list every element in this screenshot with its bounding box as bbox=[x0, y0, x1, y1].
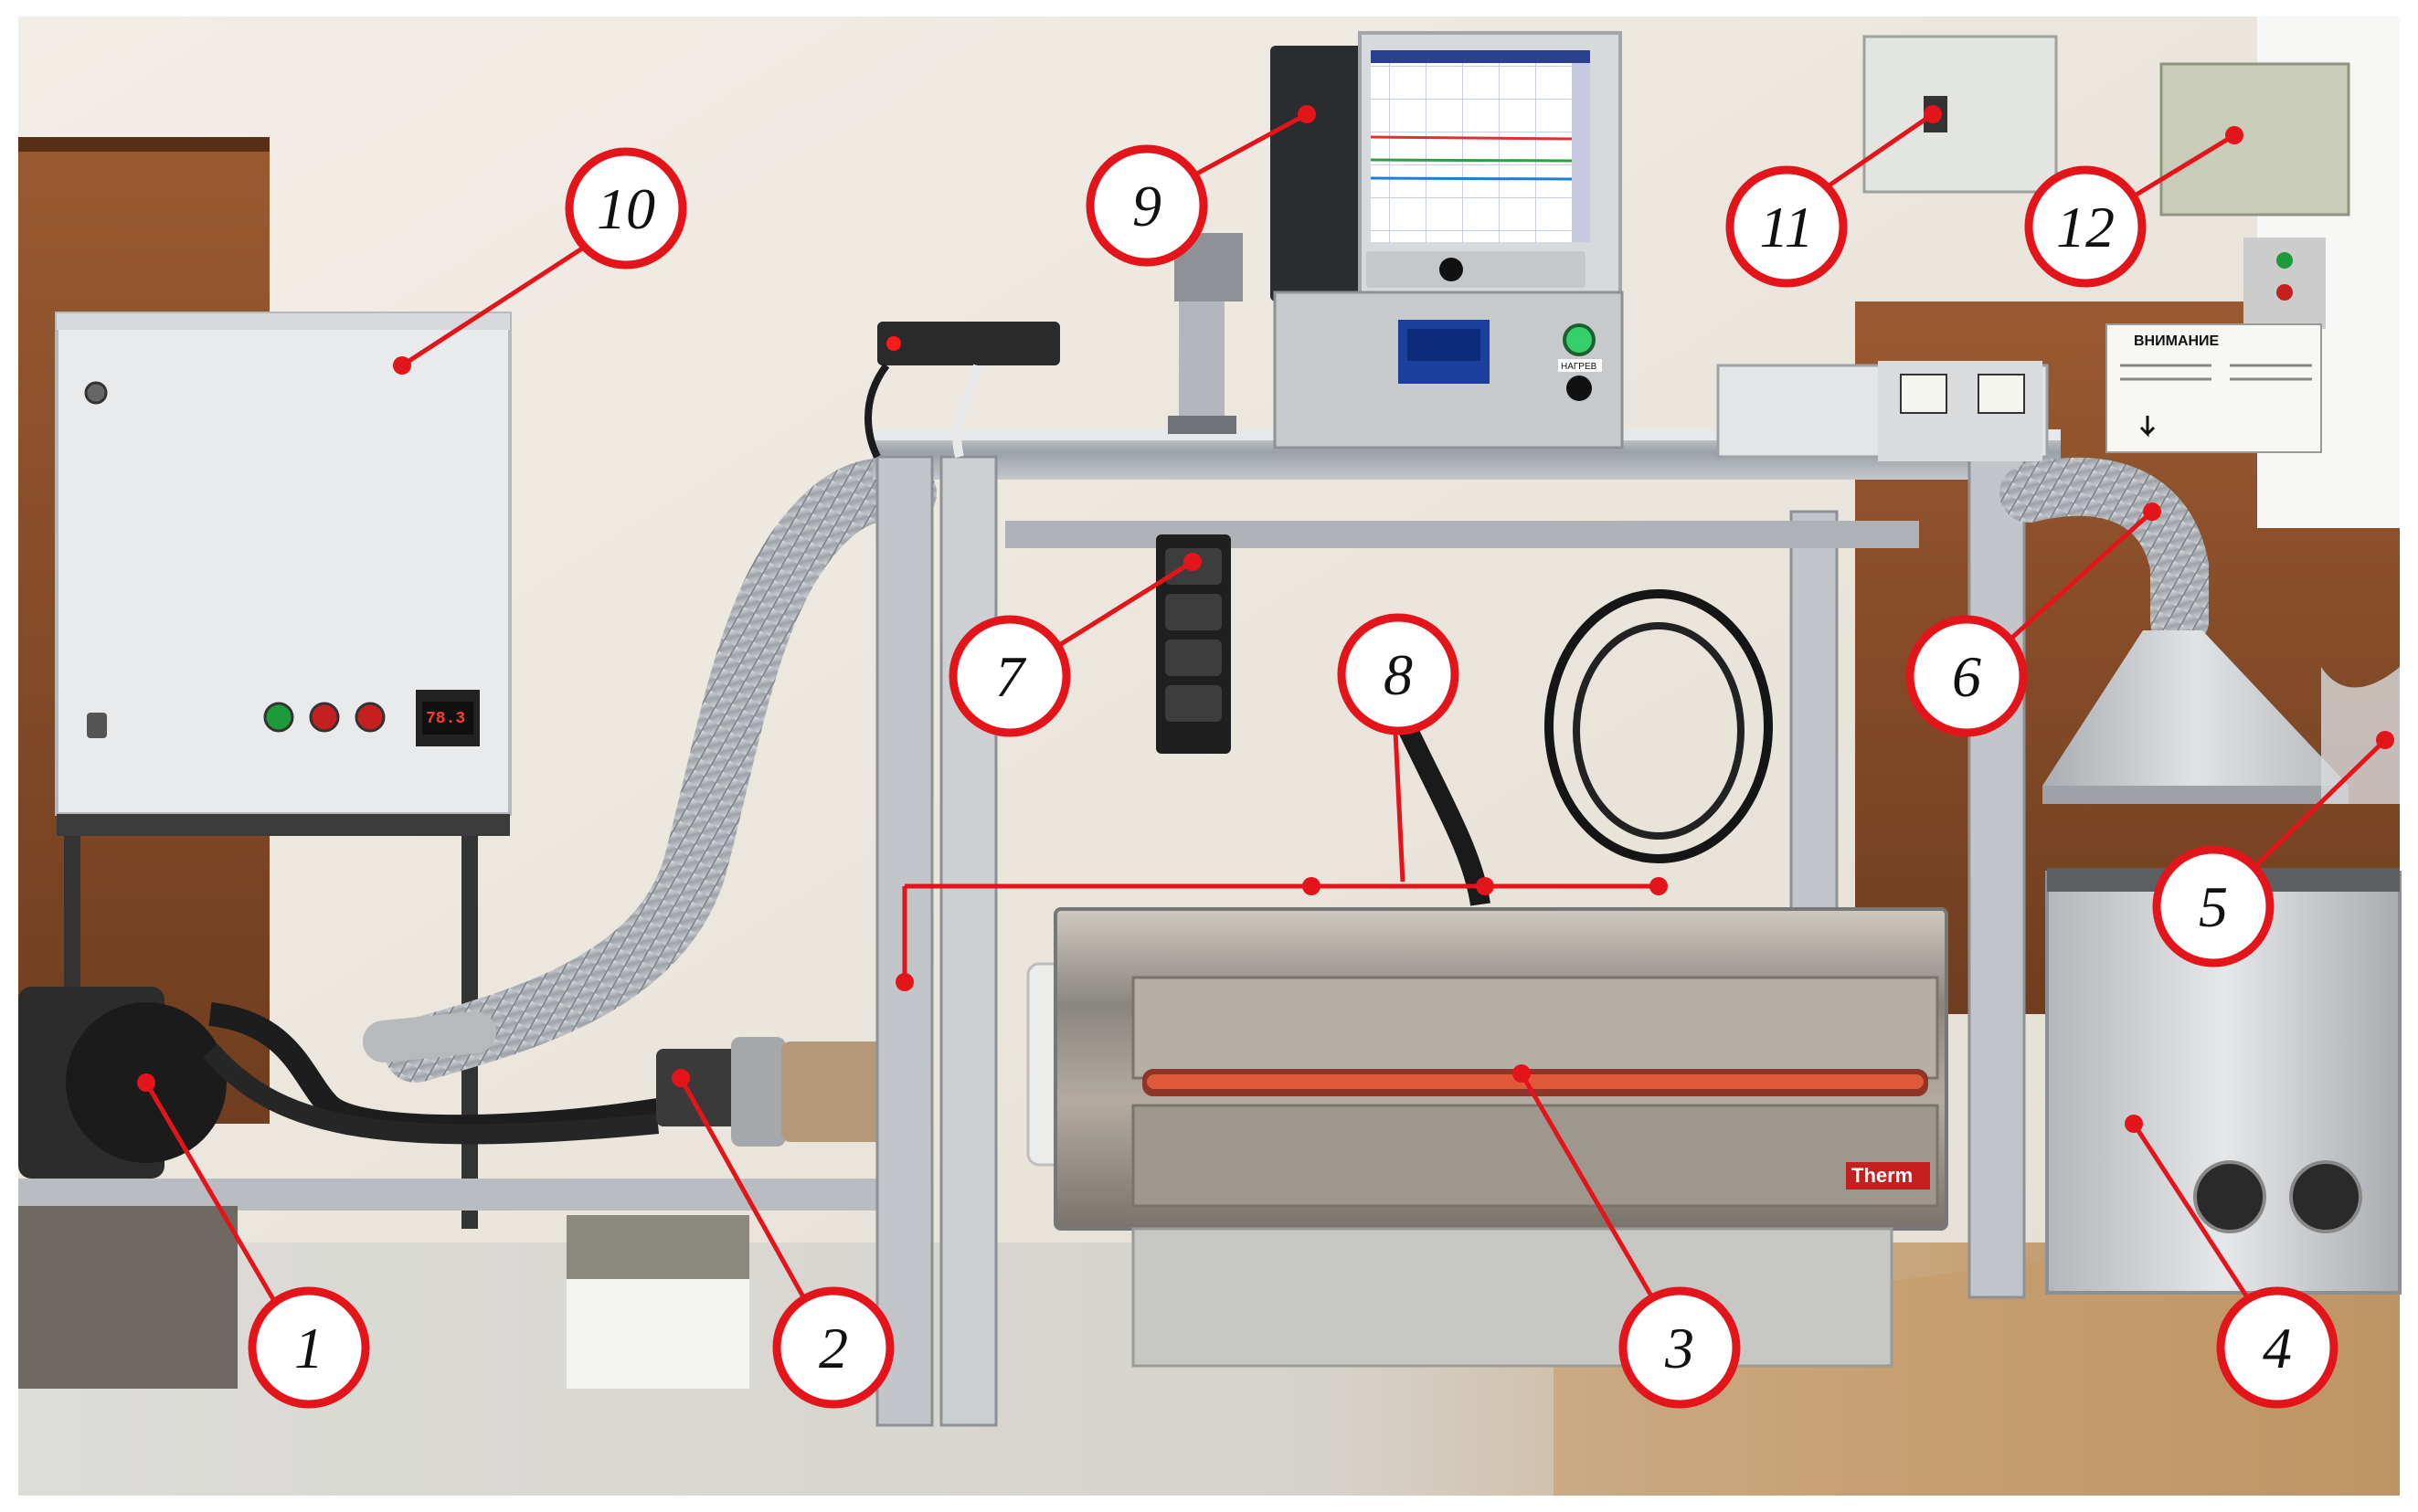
callout-label: 9 bbox=[1132, 174, 1161, 238]
cooling-cabinet bbox=[2045, 868, 2402, 1295]
callout-label: 5 bbox=[2199, 874, 2228, 939]
vertical-power-strip bbox=[1156, 534, 1231, 754]
green-status-lamp bbox=[1563, 323, 1596, 356]
callout-9: 9 bbox=[1086, 144, 1208, 267]
camera bbox=[1168, 233, 1243, 434]
callout-7: 7 bbox=[949, 615, 1071, 737]
callout-3: 3 bbox=[1618, 1286, 1741, 1409]
control-cabinet: 78.3 bbox=[55, 312, 512, 1229]
tube-furnace: Therm bbox=[1026, 907, 1948, 1368]
callout-2: 2 bbox=[772, 1286, 895, 1409]
air-blower bbox=[18, 987, 923, 1389]
callout-12: 12 bbox=[2024, 165, 2147, 288]
controller-display: 78.3 bbox=[426, 710, 465, 728]
electrical-box-11 bbox=[1862, 35, 2058, 194]
data-recorder-monitor: НАГРЕВ bbox=[1270, 31, 1624, 449]
flexible-air-duct bbox=[384, 458, 937, 1083]
callout-label: 1 bbox=[294, 1316, 323, 1380]
fan-grille bbox=[2289, 1160, 2362, 1233]
green-indicator-lamp bbox=[263, 702, 294, 733]
electrical-box-12 bbox=[2159, 62, 2350, 329]
callout-5: 5 bbox=[2152, 845, 2275, 967]
exhaust-hood bbox=[2042, 630, 2400, 804]
callout-label: 4 bbox=[2263, 1316, 2292, 1380]
warning-sign: ВНИМАНИЕ bbox=[2105, 323, 2322, 453]
callout-label: 6 bbox=[1952, 644, 1981, 709]
furnace-brand-label: Therm bbox=[1851, 1164, 1913, 1187]
callout-label: 10 bbox=[597, 176, 655, 241]
callout-8: 8 bbox=[1337, 613, 1459, 735]
callout-6: 6 bbox=[1905, 615, 2028, 737]
red-indicator-lamp bbox=[309, 702, 340, 733]
callout-label: 7 bbox=[995, 644, 1027, 709]
leader-dots bbox=[137, 105, 2394, 1133]
warning-sign-title: ВНИМАНИЕ bbox=[2134, 333, 2220, 349]
callout-4: 4 bbox=[2216, 1286, 2338, 1409]
callout-11: 11 bbox=[1725, 165, 1848, 288]
red-indicator-lamp bbox=[355, 702, 386, 733]
heat-button-label: НАГРЕВ bbox=[1561, 362, 1597, 372]
fan-grille bbox=[2193, 1160, 2266, 1233]
callout-label: 2 bbox=[819, 1316, 848, 1380]
wall-power-strip bbox=[864, 322, 1060, 459]
callout-1: 1 bbox=[248, 1286, 370, 1409]
callout-label: 11 bbox=[1759, 195, 1813, 259]
power-supply-unit bbox=[1716, 361, 2049, 461]
exhaust-duct bbox=[1999, 457, 2209, 650]
callout-label: 8 bbox=[1384, 642, 1413, 707]
callout-label: 12 bbox=[2056, 195, 2115, 259]
callout-label: 3 bbox=[1664, 1316, 1694, 1380]
callout-10: 10 bbox=[565, 147, 687, 270]
